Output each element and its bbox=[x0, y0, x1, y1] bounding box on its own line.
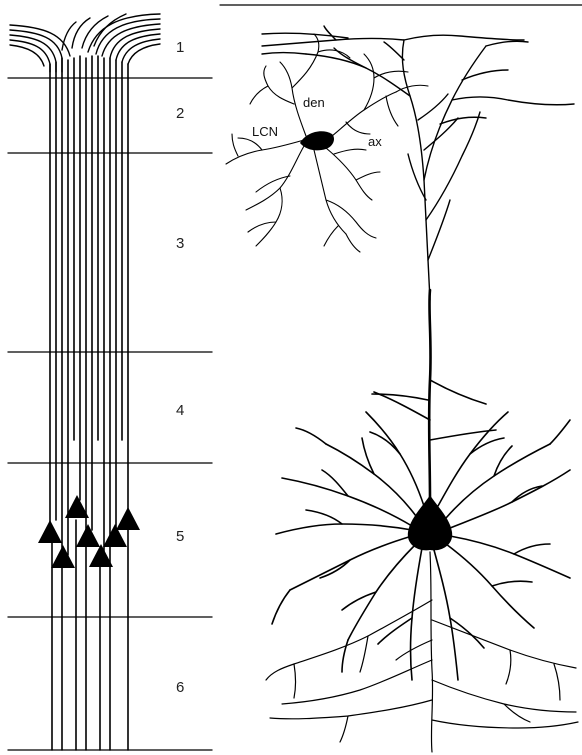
pyramid-cell-3 bbox=[51, 545, 75, 568]
layer-number-6: 6 bbox=[176, 679, 184, 696]
layer-number-1: 1 bbox=[176, 39, 184, 56]
dendrite-label: den bbox=[303, 95, 325, 110]
layer-numbers: 1 2 3 4 5 6 bbox=[176, 39, 184, 696]
layer-number-5: 5 bbox=[176, 528, 184, 545]
pyramid-cell-1 bbox=[38, 520, 62, 543]
lcn-neuron bbox=[226, 34, 428, 252]
layer-number-2: 2 bbox=[176, 105, 184, 122]
pyramid-cell-4 bbox=[76, 524, 100, 547]
layer-number-3: 3 bbox=[176, 235, 184, 252]
lcn-axon bbox=[332, 54, 428, 136]
layer-number-4: 4 bbox=[176, 402, 184, 419]
lcn-label: LCN bbox=[252, 124, 278, 139]
pyramid-cell-7 bbox=[116, 507, 140, 530]
apical-trunk bbox=[429, 290, 430, 500]
layer1-curved-fibers bbox=[10, 14, 160, 72]
pyramidal-cell-markers bbox=[38, 495, 140, 568]
axon-label: ax bbox=[368, 134, 382, 149]
vertical-fiber-bundle bbox=[50, 56, 128, 750]
apical-tuft bbox=[262, 26, 574, 300]
pyramidal-soma bbox=[408, 495, 452, 550]
